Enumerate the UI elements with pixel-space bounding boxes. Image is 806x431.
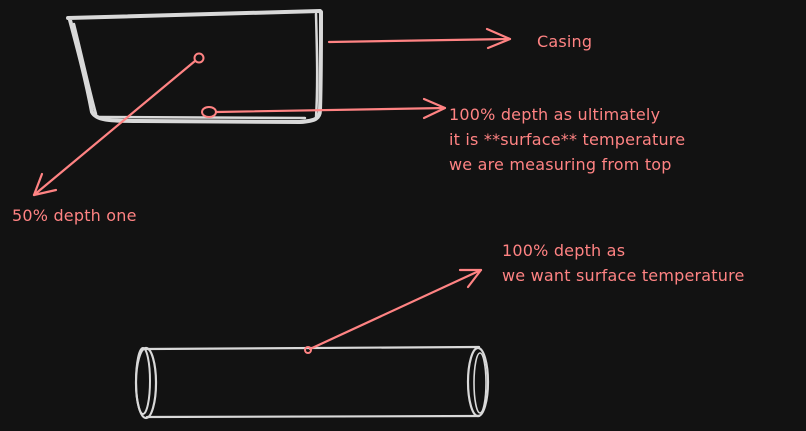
arrow-casing-label (327, 27, 512, 50)
depth-100-casing-label: 100% depth as ultimately it is **surface… (449, 105, 685, 174)
arrow-100-depth-casing (201, 97, 447, 120)
casing-shape (66, 9, 323, 124)
depth-100-casing-line-3: we are measuring from top (449, 155, 672, 174)
depth-100-pipe-line-1: 100% depth as (502, 241, 625, 260)
depth-100-pipe-label: 100% depth as we want surface temperatur… (502, 241, 745, 285)
arrow-100-depth-pipe (304, 268, 483, 354)
depth-100-pipe-line-2: we want surface temperature (502, 266, 745, 285)
depth-100-casing-line-1: 100% depth as ultimately (449, 105, 660, 124)
depth-50-label: 50% depth one (12, 206, 137, 225)
pipe-shape (134, 345, 490, 420)
depth-100-casing-line-2: it is **surface** temperature (449, 130, 685, 149)
casing-label: Casing (537, 32, 592, 51)
arrow-50-depth (32, 52, 205, 197)
